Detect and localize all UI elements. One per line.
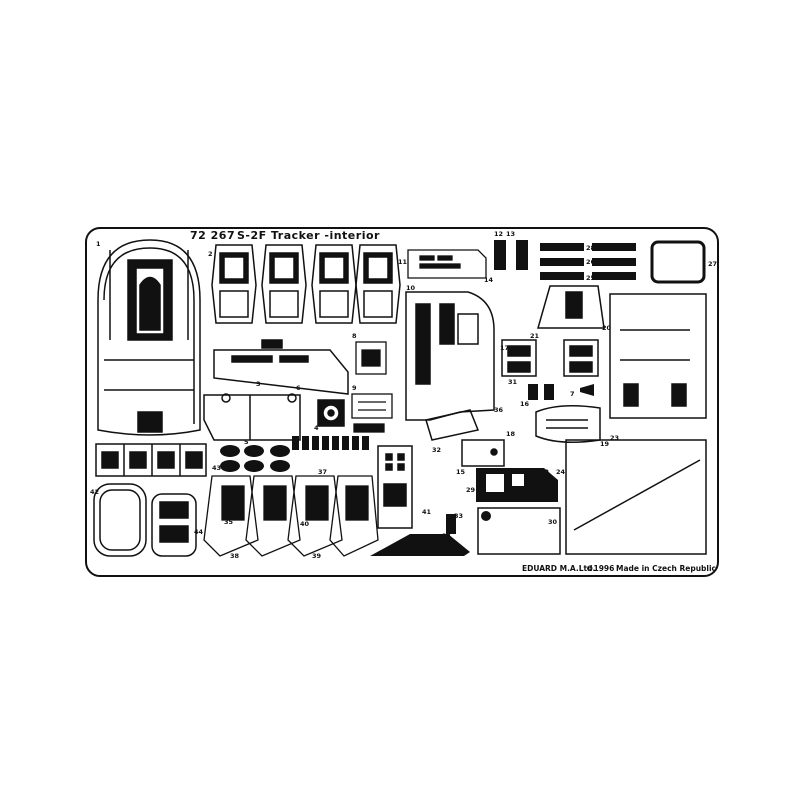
part-number: 43	[212, 464, 221, 472]
part-number: 16	[520, 400, 530, 408]
part-number: 28	[586, 244, 596, 252]
part-5-bulkhead	[203, 393, 301, 441]
part-number: 7	[570, 390, 575, 398]
part-21-boxes	[501, 339, 599, 377]
part-35-column	[377, 445, 413, 529]
part-number: 34	[442, 532, 452, 540]
part-number: 23	[610, 434, 619, 442]
part-19-panel	[535, 405, 601, 443]
part-number: 39	[312, 552, 322, 560]
part-44-windows	[93, 483, 197, 557]
part-number: 6	[296, 384, 301, 392]
part-number: 1	[96, 240, 101, 248]
part-20-trapezoid	[537, 285, 605, 329]
part-number: 41	[422, 508, 432, 516]
part-3-shroud	[213, 339, 349, 395]
part-number: 13	[506, 230, 515, 238]
part-23-floor-plate	[609, 293, 707, 419]
part-number: 33	[454, 512, 463, 520]
part-29-panel	[476, 468, 558, 502]
part-number: 22	[540, 468, 549, 476]
part-number: 38	[230, 552, 240, 560]
part-number: 35	[224, 518, 234, 526]
part-number: 40	[300, 520, 310, 528]
maker-label: EDUARD M.A.Ltd.	[522, 564, 595, 573]
part-31-misc	[446, 384, 594, 534]
part-33-wedge	[370, 534, 470, 556]
part-number: 4	[314, 424, 319, 432]
part-number: 37	[318, 468, 327, 476]
part-number: 3	[256, 380, 261, 388]
copyright-label: ©1996	[586, 564, 614, 573]
part-number: 25	[586, 274, 596, 282]
part-number: 32	[432, 446, 441, 454]
part-27-frame	[650, 240, 706, 284]
part-number: 29	[466, 486, 476, 494]
part-number: 11	[398, 258, 408, 266]
part-number: 18	[506, 430, 516, 438]
part-18-panel	[461, 439, 505, 467]
part-number: 12	[494, 230, 503, 238]
origin-label: Made in Czech Republic	[616, 564, 716, 573]
fret-frame	[85, 227, 719, 577]
part-38-harness	[203, 475, 379, 557]
part-number: 5	[244, 438, 249, 446]
part-number: 19	[600, 440, 610, 448]
sheet-title: S-2F Tracker -interior	[237, 229, 380, 242]
part-43-belts	[220, 445, 290, 472]
part-number: 2	[208, 250, 213, 258]
part-number: 17	[500, 344, 509, 352]
part-30-plate	[477, 507, 561, 555]
part-2-seats	[211, 244, 401, 324]
part-number: 27	[708, 260, 717, 268]
part-12-pedals	[494, 240, 528, 270]
part-26-strips	[540, 243, 636, 280]
part-number: 30	[548, 518, 558, 526]
part-number: 31	[508, 378, 518, 386]
part-number: 15	[456, 468, 466, 476]
part-number: 10	[406, 284, 416, 292]
part-number: 42	[90, 488, 99, 496]
part-9-panels	[351, 341, 393, 433]
part-4-radio	[317, 399, 345, 427]
part-1-cockpit-floor	[97, 239, 201, 436]
part-number: 36	[494, 406, 504, 414]
part-42-panel	[95, 443, 207, 477]
part-11-overhead-panel	[407, 249, 487, 279]
part-number: 14	[484, 276, 494, 284]
part-number: 21	[530, 332, 540, 340]
part-37-lugs	[292, 436, 369, 450]
part-number: 44	[194, 528, 204, 536]
part-number: 24	[556, 468, 566, 476]
sheet-code: 72 267	[190, 229, 235, 242]
part-24-floor	[565, 439, 707, 555]
part-number-labels: 1 2 3 4 5 6 7 8 9 10 11 12 13 14 15 16 1…	[90, 230, 717, 560]
part-number: 8	[352, 332, 357, 340]
part-10-console	[405, 291, 495, 441]
part-number: 20	[602, 324, 612, 332]
part-number: 26	[586, 258, 596, 266]
part-number: 9	[352, 384, 357, 392]
